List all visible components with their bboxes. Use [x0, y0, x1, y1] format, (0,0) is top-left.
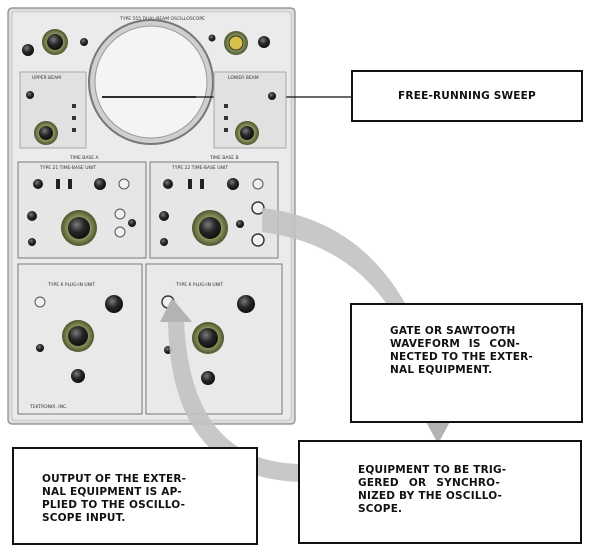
- indicator-lamp: [224, 128, 228, 132]
- connector[interactable]: [114, 208, 126, 220]
- amplifier-plugin-b: TYPE K PLUG-IN UNIT: [145, 263, 283, 415]
- stability-knob[interactable]: [94, 178, 106, 190]
- small-knob[interactable]: [28, 238, 36, 246]
- callout-line: EQUIPMENT TO BE TRIG-: [358, 464, 507, 476]
- dc-bal-knob[interactable]: [201, 371, 215, 385]
- callout-line: WAVEFORM IS CON-: [390, 338, 520, 350]
- amp-unit-b-label: TYPE K PLUG-IN UNIT: [175, 282, 223, 288]
- focus-knob[interactable]: [22, 44, 34, 56]
- callout-line: OUTPUT OF THE EXTER-: [42, 473, 187, 485]
- indicator-lamp: [72, 116, 76, 120]
- volts-cm-knob[interactable]: [68, 326, 88, 346]
- connector[interactable]: [114, 226, 126, 238]
- indicator-lamp: [72, 104, 76, 108]
- toggle-switch[interactable]: [200, 179, 204, 189]
- time-cm-knob[interactable]: [199, 217, 221, 239]
- amplifier-plugin-a: TYPE K PLUG-IN UNIT TEKTRONIX, INC.: [17, 263, 143, 415]
- oscilloscope-front-panel: TYPE 555 DUAL-BEAM OSCILLOSCOPE UPPER BE…: [7, 7, 352, 425]
- vertical-position-knob[interactable]: [105, 295, 123, 313]
- intensity-knob[interactable]: [47, 34, 63, 50]
- equipment-callout: EQUIPMENT TO BE TRIG- GERED OR SYNCHRO- …: [298, 440, 582, 544]
- time-base-plugin-a: TYPE 21 TIME-BASE UNIT: [17, 161, 147, 259]
- indicator-lamp: [224, 104, 228, 108]
- indicator-lamp: [72, 128, 76, 132]
- callout-line: SCOPE INPUT.: [42, 512, 126, 524]
- right-small-knob[interactable]: [268, 92, 276, 100]
- trigger-input-connector[interactable]: [252, 178, 264, 190]
- callout-line: NAL EQUIPMENT.: [390, 364, 493, 376]
- callout-line: NIZED BY THE OSCILLO-: [358, 490, 503, 502]
- trigger-knob[interactable]: [163, 179, 173, 189]
- toggle-switch[interactable]: [56, 179, 60, 189]
- volts-cm-knob[interactable]: [198, 328, 218, 348]
- right-position-knob[interactable]: [240, 126, 254, 140]
- mode-knob[interactable]: [27, 211, 37, 221]
- upper-beam-label: UPPER BEAM: [32, 75, 61, 81]
- amp-unit-a-label: TYPE K PLUG-IN UNIT: [47, 282, 95, 288]
- input-connector[interactable]: [34, 296, 46, 308]
- time-cm-knob[interactable]: [68, 217, 90, 239]
- small-knob[interactable]: [128, 219, 136, 227]
- output-callout: OUTPUT OF THE EXTER- NAL EQUIPMENT IS AP…: [12, 447, 258, 545]
- callout-line: NAL EQUIPMENT IS AP-: [42, 486, 182, 498]
- plugin-b-label: TYPE 22 TIME-BASE UNIT: [171, 165, 228, 171]
- vertical-position-knob[interactable]: [237, 295, 255, 313]
- free-running-sweep-callout: FREE-RUNNING SWEEP: [351, 70, 583, 122]
- small-knob[interactable]: [236, 220, 244, 228]
- instrument-title: TYPE 555 DUAL-BEAM OSCILLOSCOPE: [119, 16, 205, 22]
- scale-illum-knob[interactable]: [228, 35, 244, 51]
- stability-knob[interactable]: [227, 178, 239, 190]
- gate-sawtooth-callout: GATE OR SAWTOOTH WAVEFORM IS CON- NECTED…: [350, 303, 583, 423]
- time-base-a-label: TIME BASE A: [69, 155, 100, 161]
- left-small-knob[interactable]: [26, 91, 34, 99]
- mode-knob[interactable]: [159, 211, 169, 221]
- callout-line: PLIED TO THE OSCILLO-: [42, 499, 186, 511]
- dc-bal-knob[interactable]: [71, 369, 85, 383]
- toggle-switch[interactable]: [68, 179, 72, 189]
- indicator-lamp: [224, 116, 228, 120]
- callout-line: SCOPE.: [358, 503, 403, 515]
- sawtooth-output-connector[interactable]: [251, 233, 265, 247]
- callout-text: FREE-RUNNING SWEEP: [398, 89, 536, 102]
- left-position-knob[interactable]: [39, 126, 53, 140]
- time-base-plugin-b: TYPE 22 TIME-BASE UNIT: [149, 161, 279, 259]
- callout-line: GERED OR SYNCHRO-: [358, 477, 500, 489]
- maker-label: TEKTRONIX, INC.: [29, 404, 68, 410]
- trigger-input-connector[interactable]: [118, 178, 130, 190]
- ac-dc-switch[interactable]: [36, 344, 44, 352]
- small-knob-2[interactable]: [208, 34, 216, 42]
- gate-output-connector[interactable]: [251, 201, 265, 215]
- trigger-knob[interactable]: [33, 179, 43, 189]
- astig-knob[interactable]: [258, 36, 270, 48]
- lower-beam-label: LOWER BEAM: [228, 75, 259, 81]
- toggle-switch[interactable]: [188, 179, 192, 189]
- small-knob[interactable]: [160, 238, 168, 246]
- callout-line: NECTED TO THE EXTER-: [390, 351, 533, 363]
- plugin-a-label: TYPE 21 TIME-BASE UNIT: [39, 165, 96, 171]
- callout-line: GATE OR SAWTOOTH: [390, 325, 516, 337]
- small-knob[interactable]: [80, 38, 88, 46]
- time-base-b-label: TIME BASE B: [209, 155, 239, 161]
- crt-screen: [94, 25, 208, 139]
